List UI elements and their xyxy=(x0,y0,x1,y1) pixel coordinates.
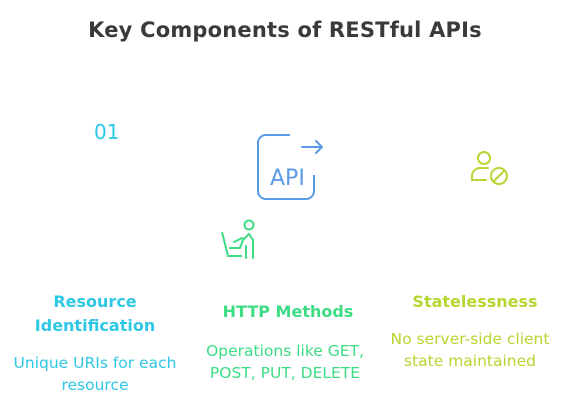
resource-identification-label: Resource Identification xyxy=(34,292,156,335)
api-icon-text: API xyxy=(270,166,305,191)
http-methods-description: Operations like GET, POST, PUT, DELETE xyxy=(206,342,364,382)
api-document-icon: API xyxy=(254,131,326,203)
resource-identification-description: Unique URIs for each resource xyxy=(13,354,177,394)
statelessness-description: No server-side client state maintained xyxy=(390,330,550,370)
page-title: Key Components of RESTful APIs xyxy=(88,18,482,42)
http-methods-label: HTTP Methods xyxy=(222,302,354,321)
resource-marker: 01 xyxy=(94,120,120,144)
user-blocked-icon xyxy=(470,150,514,188)
statelessness-label: Statelessness xyxy=(412,292,538,311)
person-at-desk-icon xyxy=(218,218,262,262)
